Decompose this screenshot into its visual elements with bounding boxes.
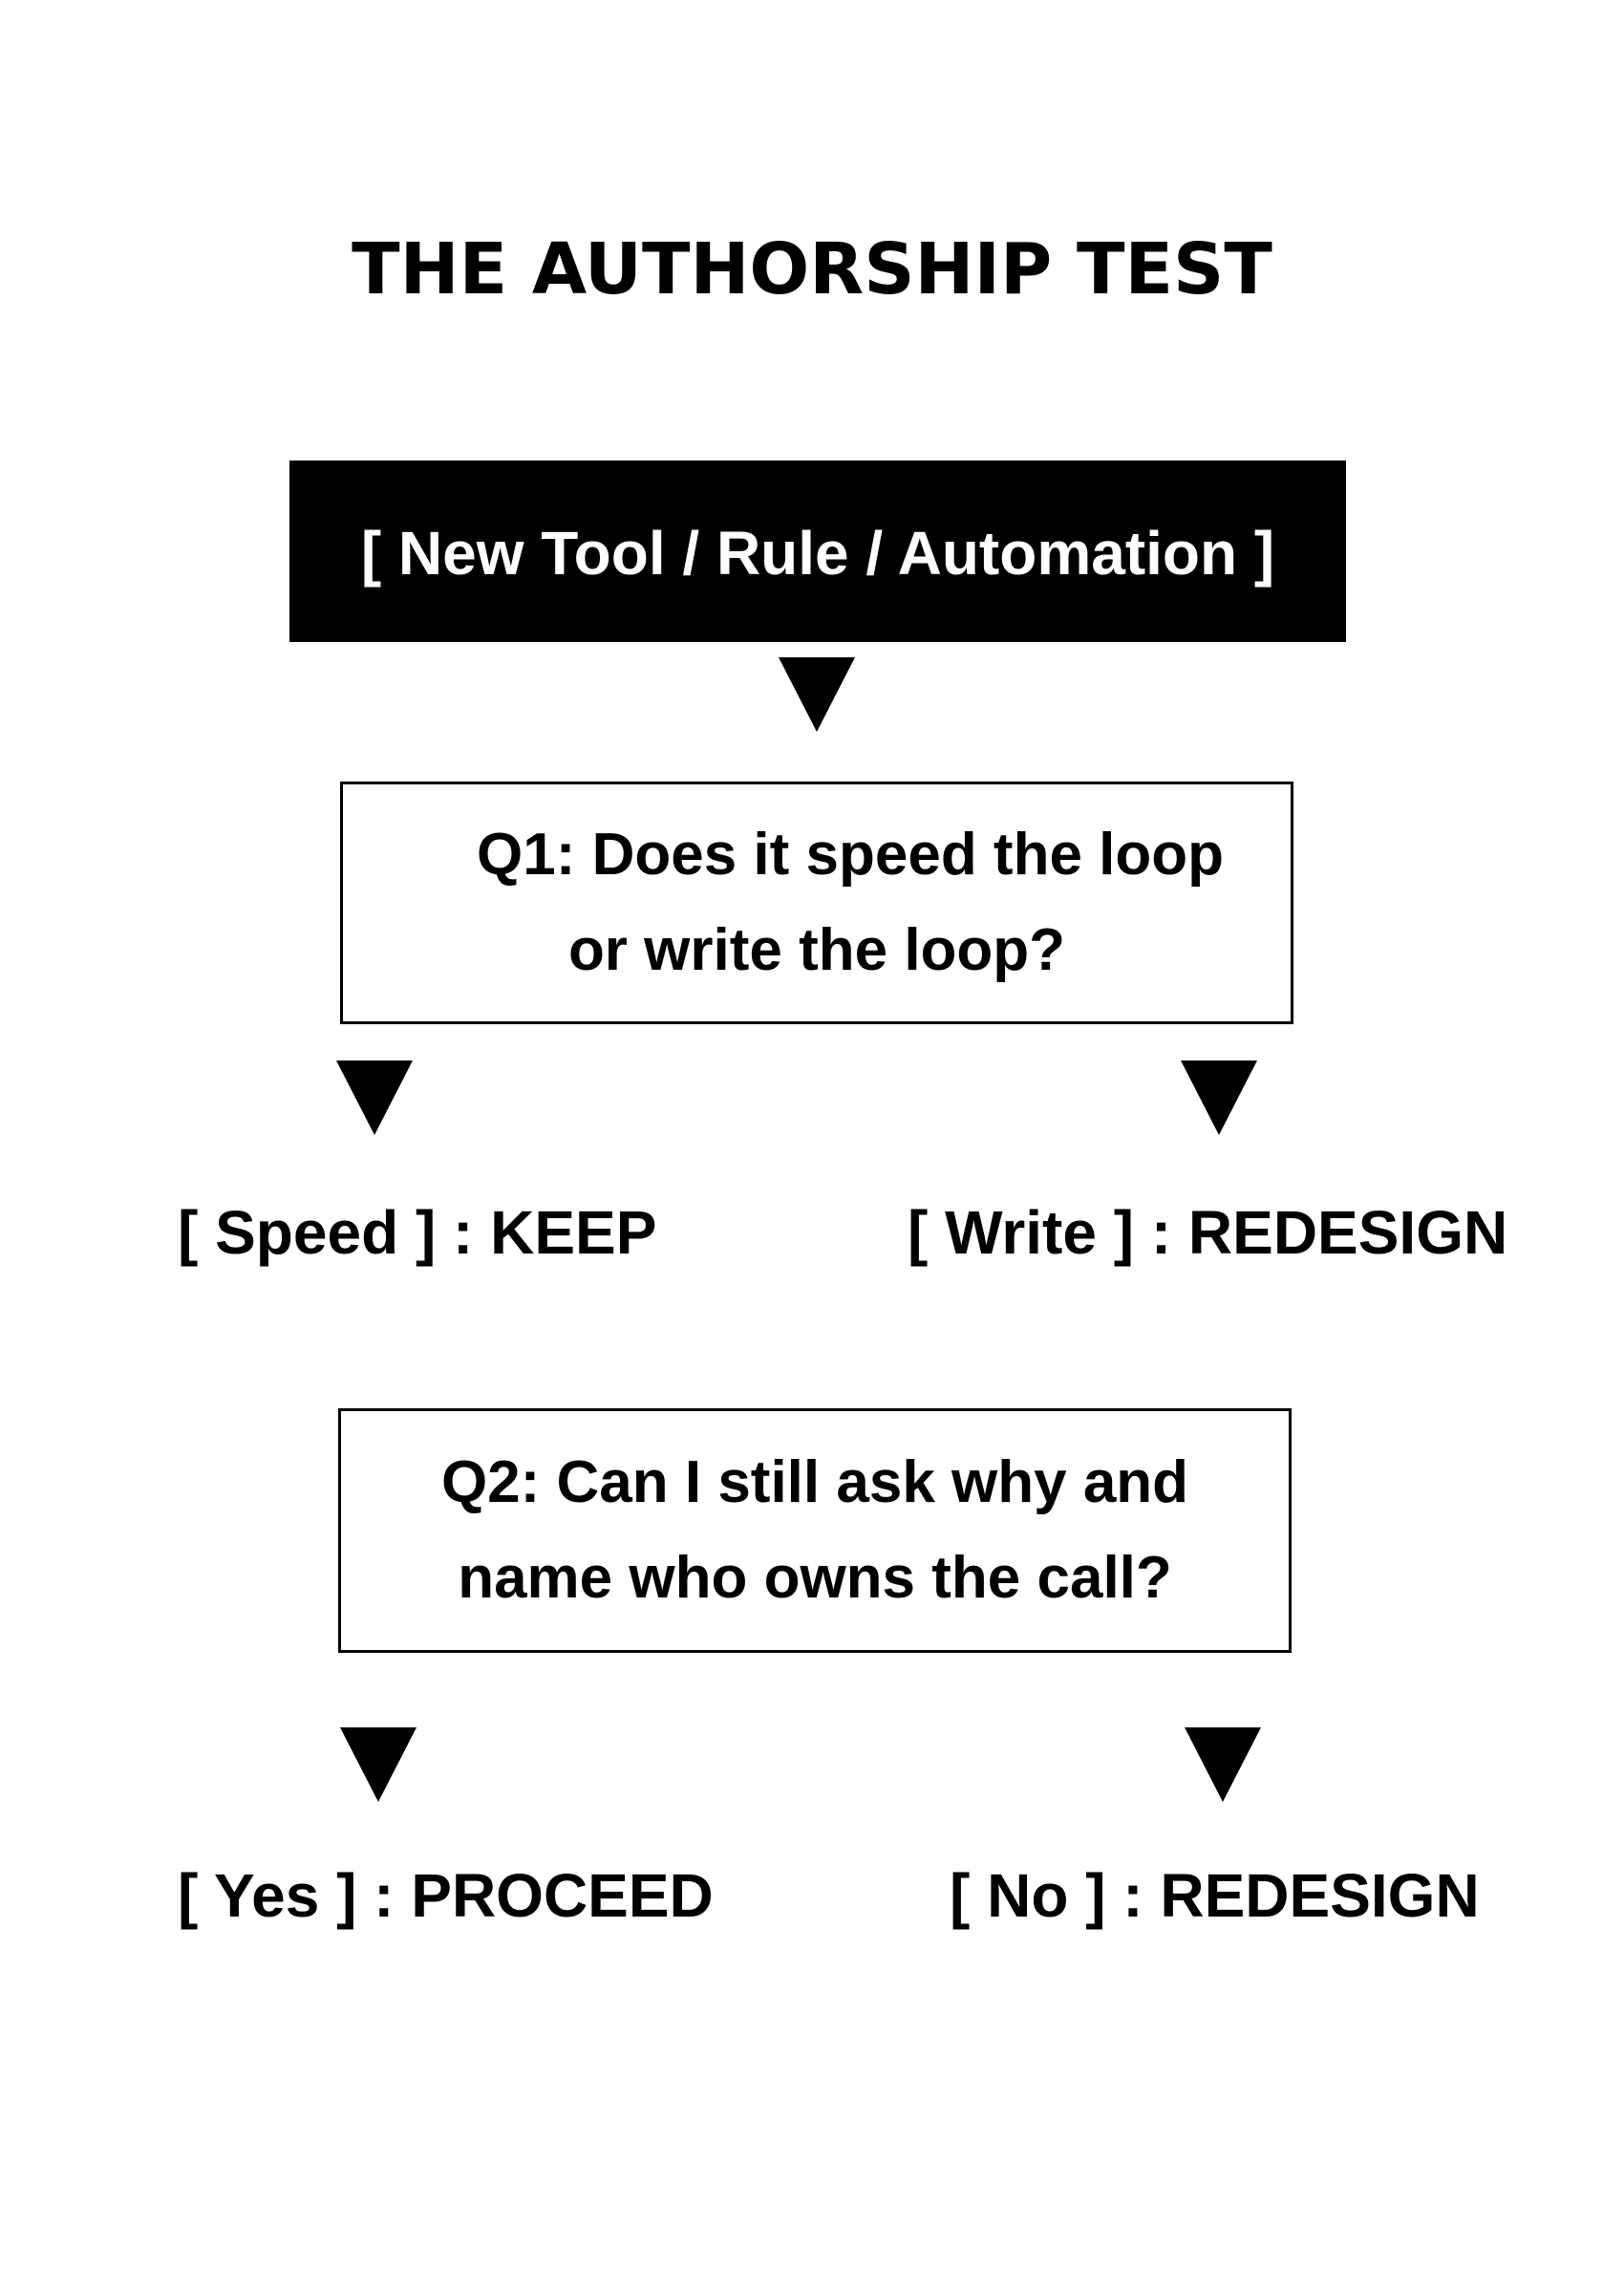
question-1-box: Q1: Does it speed the loop or write the …	[340, 782, 1293, 1024]
question-1-line-1: Q1: Does it speed the loop	[477, 822, 1224, 888]
question-2-box: Q2: Can I still ask why and name who own…	[338, 1408, 1292, 1653]
question-2-no-outcome: [ No ] : REDESIGN	[950, 1861, 1480, 1930]
question-2-line-2: name who owns the call?	[458, 1545, 1172, 1611]
question-1-speed-outcome: [ Speed ] : KEEP	[178, 1198, 657, 1267]
down-triangle-arrow-icon	[1185, 1727, 1261, 1802]
question-2-yes-outcome: [ Yes ] : PROCEED	[178, 1861, 714, 1930]
page-title: THE AUTHORSHIP TEST	[352, 228, 1272, 311]
start-node-label: [ New Tool / Rule / Automation ]	[360, 519, 1275, 588]
down-triangle-arrow-icon	[779, 657, 855, 732]
down-triangle-arrow-icon	[340, 1727, 417, 1802]
down-triangle-arrow-icon	[336, 1061, 413, 1135]
question-1-line-2: or write the loop?	[567, 917, 1066, 983]
down-triangle-arrow-icon	[1181, 1061, 1257, 1135]
question-2-line-1: Q2: Can I still ask why and	[440, 1449, 1189, 1515]
start-node: [ New Tool / Rule / Automation ]	[289, 461, 1346, 642]
question-1-write-outcome: [ Write ] : REDESIGN	[908, 1198, 1508, 1267]
